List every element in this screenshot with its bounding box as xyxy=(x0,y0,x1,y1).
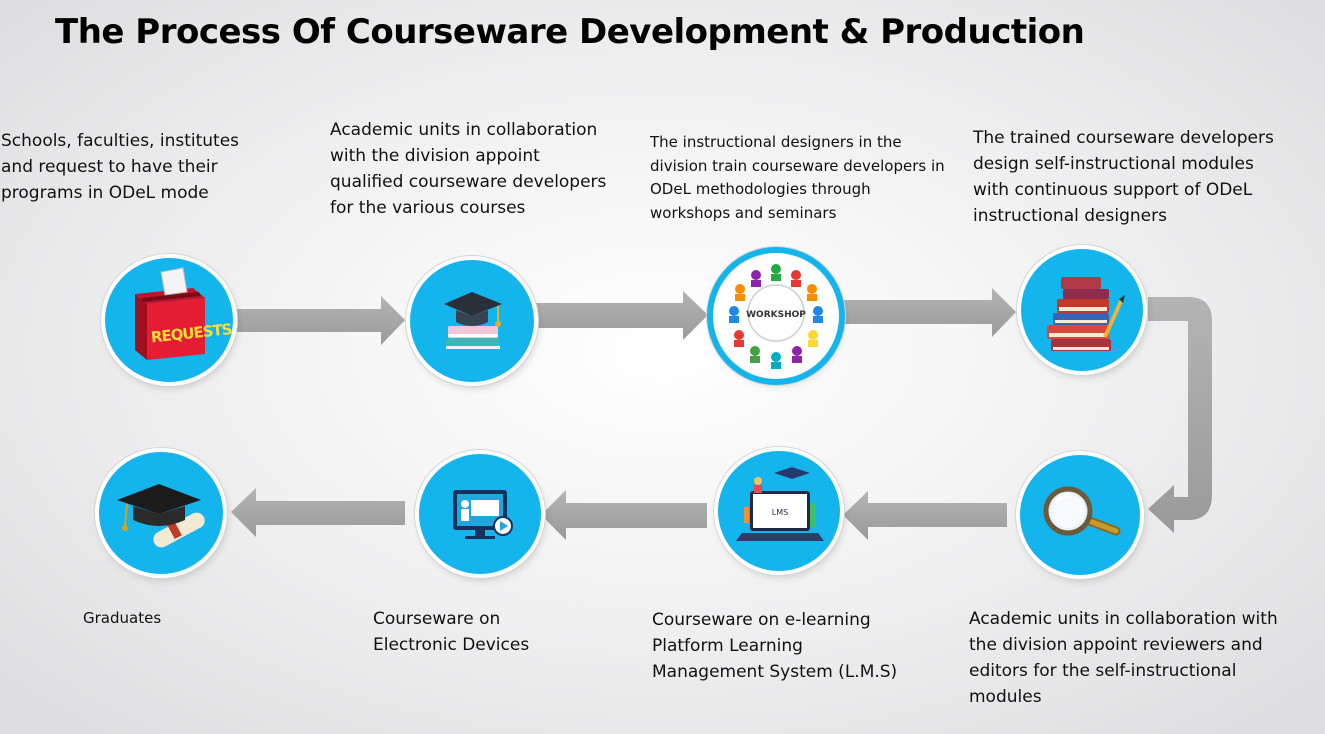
monitor-teacher-icon xyxy=(453,490,513,539)
caption-line: The trained courseware developers xyxy=(973,128,1274,148)
workshop-label: WORKSHOP xyxy=(746,310,806,320)
caption-line: Courseware on e-learning xyxy=(652,610,871,630)
caption-workshop: The instructional designers in the divis… xyxy=(650,131,945,225)
step-appoint-circle xyxy=(410,260,534,382)
arrow-left-1 xyxy=(843,491,1007,540)
step-devices-circle xyxy=(419,454,541,574)
arrow-right-1 xyxy=(237,296,405,345)
caption-line: with the division appoint xyxy=(330,146,540,166)
caption-line: Platform Learning xyxy=(652,636,803,656)
caption-line: qualified courseware developers xyxy=(330,172,607,192)
laptop-lms-icon: LMS xyxy=(736,467,824,541)
step-workshop-circle: WORKSHOP xyxy=(713,253,839,379)
caption-line: Schools, faculties, institutes xyxy=(1,131,240,151)
caption-line: and request to have their xyxy=(1,157,218,177)
arrow-right-3 xyxy=(842,288,1016,337)
caption-line: with continuous support of ODeL xyxy=(973,180,1253,200)
caption-line: Academic units in collaboration xyxy=(330,120,598,140)
caption-line: ODeL methodologies through xyxy=(650,180,871,198)
caption-line: Graduates xyxy=(83,609,162,627)
caption-line: for the various courses xyxy=(330,198,526,218)
arrow-left-3 xyxy=(231,488,405,537)
caption-line: programs in ODeL mode xyxy=(1,183,209,203)
caption-line: instructional designers xyxy=(973,206,1167,226)
caption-line: the division appoint reviewers and xyxy=(969,635,1263,655)
magnifying-glass-icon xyxy=(1043,486,1121,536)
arrow-left-2 xyxy=(541,490,707,540)
caption-line: design self-instructional modules xyxy=(973,154,1254,174)
workshop-people-circle-icon: WORKSHOP xyxy=(729,264,823,369)
step-design-circle xyxy=(1021,249,1143,371)
stack-of-books-icon xyxy=(1047,277,1125,351)
caption-line: The instructional designers in the xyxy=(650,133,902,151)
request-box-icon: REQUESTS xyxy=(135,267,233,360)
caption-line: Courseware on xyxy=(373,609,501,629)
caption-line: division train courseware developers in xyxy=(650,156,945,175)
caption-design-modules: The trained courseware developers design… xyxy=(973,125,1274,229)
lms-label: LMS xyxy=(772,508,788,517)
caption-line: workshops and seminars xyxy=(650,203,837,222)
step-graduates-circle xyxy=(99,452,223,574)
caption-line: editors for the self-instructional xyxy=(969,661,1237,681)
diagram-title: The Process Of Courseware Development & … xyxy=(55,12,1085,52)
step-review-circle xyxy=(1020,455,1140,575)
arrow-elbow-down xyxy=(1148,297,1212,533)
caption-line: modules xyxy=(969,687,1042,707)
step-requests-circle: REQUESTS xyxy=(105,258,233,382)
caption-line: Academic units in collaboration with xyxy=(969,609,1278,629)
caption-lms: Courseware on e-learning Platform Learni… xyxy=(652,607,897,685)
step-lms-circle: LMS xyxy=(718,451,840,571)
caption-graduates: Graduates xyxy=(83,607,161,629)
caption-review: Academic units in collaboration with the… xyxy=(969,606,1278,710)
caption-electronic-devices: Courseware on Electronic Devices xyxy=(373,606,529,658)
caption-requests: Schools, faculties, institutes and reque… xyxy=(1,128,239,206)
caption-line: Electronic Devices xyxy=(373,635,530,655)
mortarboard-diploma-icon xyxy=(117,484,205,548)
people-ring xyxy=(729,264,823,369)
caption-line: Management System (L.M.S) xyxy=(652,662,898,682)
graduation-cap-books-icon xyxy=(444,292,502,349)
arrow-right-2 xyxy=(535,291,708,340)
caption-appoint-developers: Academic units in collaboration with the… xyxy=(330,117,606,221)
